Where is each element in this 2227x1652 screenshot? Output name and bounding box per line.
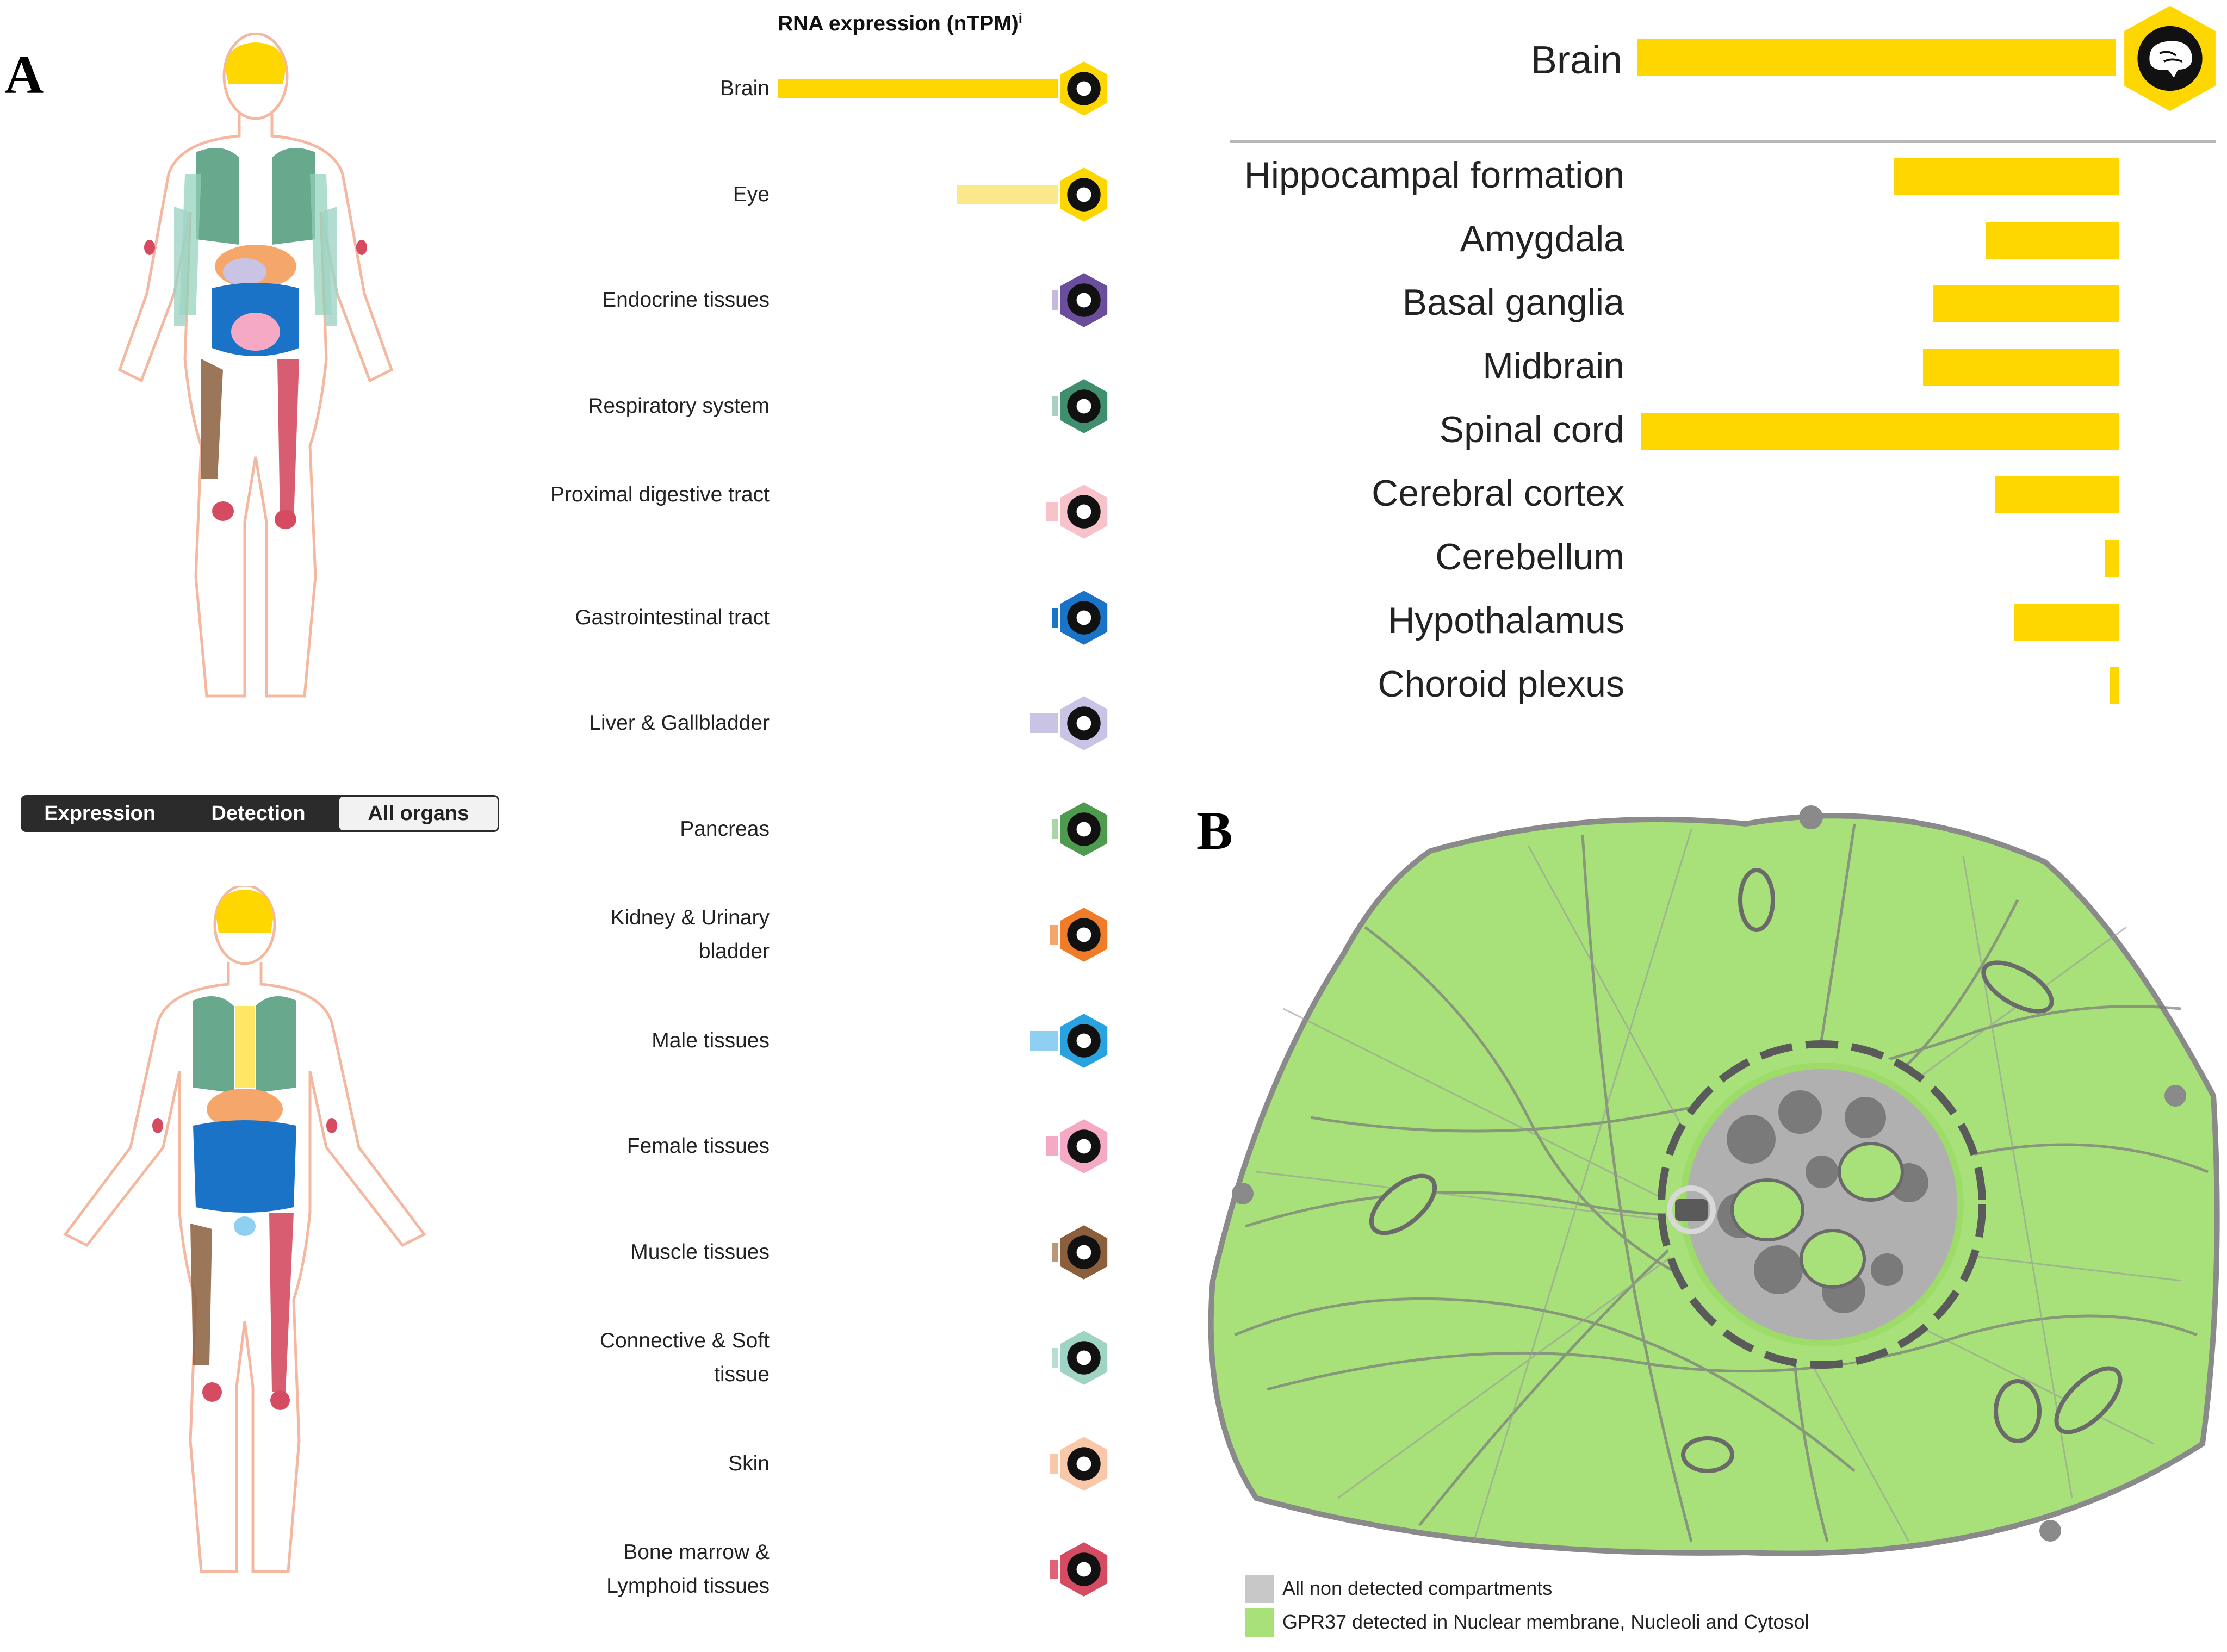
brain-region-bar [1932, 285, 2119, 322]
tissue-label[interactable]: Female tissues [626, 1134, 770, 1158]
tissue-label[interactable]: Proximal digestive tract [550, 483, 770, 506]
tissue-label[interactable]: Eye [733, 182, 770, 206]
brain-region-top-label: Brain [1530, 39, 1622, 82]
brain-region-label: Hippocampal formation [1244, 154, 1624, 196]
panel-letter-a: A [4, 45, 44, 105]
tissue-label[interactable]: Brain [719, 77, 770, 100]
brain-region-label: Cerebral cortex [1372, 473, 1624, 514]
tissue-bar [778, 79, 1058, 98]
stomach-icon [1060, 590, 1108, 645]
male-organ-icon [1060, 1013, 1108, 1068]
tissue-label[interactable]: Bone marrow & Lymphoid tissues [606, 1541, 770, 1598]
tissue-label[interactable]: Skin [728, 1451, 770, 1475]
skin-layers-icon [1060, 1436, 1108, 1491]
lungs-icon [1060, 378, 1108, 433]
tissue-label[interactable]: Liver & Gallbladder [589, 711, 770, 735]
legend-label-non-detected: All non detected compartments [1282, 1577, 1553, 1599]
kidney-icon [1060, 908, 1108, 962]
tissue-label[interactable]: Kidney & Urinary bladder [610, 906, 770, 963]
lungs-region-shade [179, 174, 332, 315]
tissue-bar [1052, 1348, 1058, 1368]
pancreas-icon [1060, 802, 1108, 856]
tissue-label[interactable]: Male tissues [652, 1028, 770, 1052]
brain-region-bar [2110, 667, 2119, 704]
tissue-bar [1049, 1454, 1058, 1474]
legend-label-detected: GPR37 detected in Nuclear membrane, Nucl… [1282, 1611, 1809, 1633]
thyroid-icon [1060, 273, 1108, 327]
tissue-bar [1052, 819, 1058, 839]
brain-region-bar [1985, 222, 2119, 259]
tissue-label[interactable]: Respiratory system [588, 394, 770, 418]
brain-region-bar [1995, 476, 2119, 513]
rna-expression-title: RNA expression (nTPM)i [778, 10, 1023, 35]
brain-region-label: Midbrain [1482, 345, 1624, 387]
toggle-detection[interactable]: Detection [211, 802, 306, 825]
brain-icon [1060, 61, 1108, 116]
brain-region-label: Choroid plexus [1378, 663, 1624, 705]
legend-swatch-non-detected [1245, 1575, 1274, 1603]
tissue-bar [1049, 925, 1058, 945]
brain-region-label: Amygdala [1460, 218, 1624, 259]
brain-region-label: Hypothalamus [1388, 600, 1624, 641]
eye-icon [1060, 167, 1108, 222]
liver-icon [1060, 696, 1108, 750]
brain-region-label: Spinal cord [1439, 409, 1624, 450]
cells-icon [1060, 1331, 1108, 1385]
tissue-bar [1052, 607, 1058, 628]
toggle-expression[interactable]: Expression [44, 802, 156, 825]
tissue-bar [1029, 713, 1058, 733]
lymph-node-icon [1060, 1542, 1108, 1597]
tissue-label[interactable]: Muscle tissues [630, 1240, 770, 1264]
brain-hex-icon [2124, 5, 2216, 111]
tissue-bar [1052, 396, 1058, 416]
brain-region-bar [1641, 413, 2119, 450]
tissue-label[interactable]: Gastrointestinal tract [575, 605, 770, 629]
info-marker[interactable]: i [1018, 10, 1023, 26]
brain-region-bar [2014, 604, 2119, 641]
cell-diagram [1208, 805, 2220, 1556]
legend-swatch-detected [1245, 1608, 1274, 1637]
brain-region [226, 42, 286, 84]
tissue-bar [1052, 1242, 1058, 1262]
tissue-bar [1029, 1030, 1058, 1051]
toggle-all-organs[interactable]: All organs [337, 795, 499, 832]
head-profile-icon [1060, 485, 1108, 539]
lungs-region [196, 148, 315, 245]
view-toggle: Expression Detection All organs [21, 795, 499, 832]
tissue-bar [1046, 1136, 1058, 1156]
brain-region-label: Basal ganglia [1402, 282, 1624, 323]
brain-divider [1230, 140, 2216, 143]
female-body-illustration [117, 33, 394, 698]
tissue-label[interactable]: Pancreas [680, 817, 770, 841]
tissue-label[interactable]: Endocrine tissues [602, 288, 770, 312]
brain-region-label: Cerebellum [1435, 536, 1624, 577]
tissue-bar [1052, 290, 1058, 310]
heart-icon [1060, 1225, 1108, 1280]
tissue-bar [957, 184, 1058, 204]
brain-top-bar [1637, 39, 2116, 76]
panel-letter-b: B [1196, 800, 1233, 861]
brain-region-bar [1923, 349, 2119, 386]
nucleoli [1730, 1142, 1904, 1289]
tissue-bar [1049, 1560, 1058, 1579]
male-body-illustration [63, 886, 426, 1573]
tissue-bar [1046, 502, 1058, 521]
uterus-icon [1060, 1119, 1108, 1173]
tissue-label[interactable]: Connective & Soft tissue [599, 1329, 770, 1386]
brain-region-bar [1894, 158, 2119, 195]
male-brain-region [216, 890, 273, 933]
brain-region-bar [2105, 540, 2119, 577]
